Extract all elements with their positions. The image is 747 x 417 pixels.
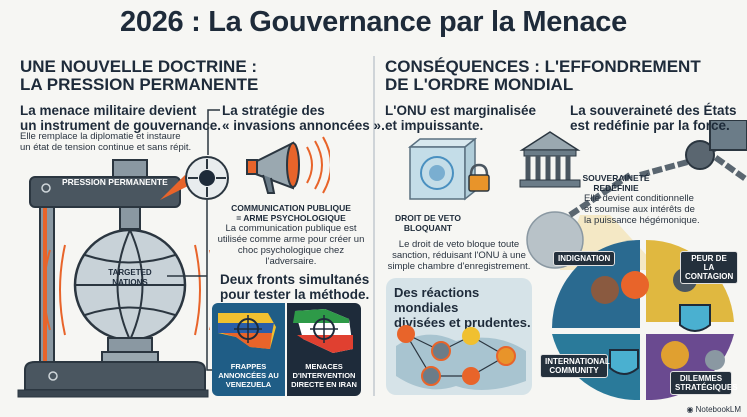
sphere-label-line: NATIONS xyxy=(112,278,148,287)
puzzle-globe-illustration xyxy=(552,240,734,400)
right-heading-line: CONSÉQUENCES : L'EFFONDREMENT xyxy=(385,57,701,76)
reactions-title-line: divisées et prudentes. xyxy=(394,315,531,330)
notebooklm-brand: ◉ NotebookLM xyxy=(686,405,741,414)
sphere-label: TARGETED NATIONS xyxy=(95,268,165,288)
menace-title: La menace militaire devient un instrumen… xyxy=(20,103,221,133)
venezuela-label-line: VENEZUELA xyxy=(225,380,272,389)
veto-body: Le droit de veto bloque toute sanction, … xyxy=(384,239,534,272)
target-compress-icon xyxy=(185,156,229,200)
onu-title-line: et impuissante. xyxy=(385,118,484,133)
right-heading: CONSÉQUENCES : L'EFFONDREMENT DE L'ORDRE… xyxy=(385,58,701,94)
iran-label-line: D'INTERVENTION xyxy=(292,371,356,380)
venezuela-map-target-icon xyxy=(218,313,276,349)
souverainete-body: Elle devient conditionnelle et soumise a… xyxy=(584,193,714,226)
reactions-panel: Des réactions mondiales divisées et prud… xyxy=(386,278,532,395)
souverainete-caption-line: SOUVERAINETÉ xyxy=(582,173,650,183)
strategie-title: La stratégie des « invasions annoncées »… xyxy=(222,103,385,133)
right-heading-line: DE L'ORDRE MONDIAL xyxy=(385,75,574,94)
brand-label: NotebookLM xyxy=(695,405,741,414)
veto-body-line: simple chambre d'enregistrement. xyxy=(387,261,531,272)
veto-caption: DROIT DE VETO BLOQUANT xyxy=(390,213,466,233)
iran-panel: MENACES D'INTERVENTION DIRECTE EN IRAN xyxy=(287,303,361,396)
menace-title-line: un instrument de gouvernance. xyxy=(20,118,222,133)
onu-title-line: L'ONU est marginalisée xyxy=(385,103,537,118)
press-illustration xyxy=(17,159,210,398)
notebooklm-logo-icon: ◉ xyxy=(686,405,696,414)
venezuela-label-line: FRAPPES xyxy=(230,362,267,371)
souverainete-title: La souveraineté des États est redéfinie … xyxy=(570,103,737,133)
menace-body: Elle remplace la diplomatie et instaure … xyxy=(20,131,191,153)
menace-body-line: un état de tension continue et sans répi… xyxy=(20,142,192,153)
veto-caption-line: DROIT DE VETO xyxy=(395,213,461,223)
communication-caption: COMMUNICATION PUBLIQUE = ARME PSYCHOLOGI… xyxy=(230,203,352,223)
iran-map-target-icon xyxy=(293,309,353,353)
strategie-title-line: « invasions annoncées ». xyxy=(222,118,385,133)
tag-dilemmes-strategiques: DILEMMES STRATÉGIQUES xyxy=(670,371,738,395)
iran-label: MENACES D'INTERVENTION DIRECTE EN IRAN xyxy=(287,362,361,389)
connector-lines xyxy=(160,109,220,371)
communication-body-line: La communication publique est xyxy=(225,223,357,234)
venezuela-panel: FRAPPES ANNONCÉES AU VENEZUELA xyxy=(212,303,285,396)
communication-body: La communication publique est utilisée c… xyxy=(216,223,366,267)
un-glass-box-icon xyxy=(407,137,490,201)
reactions-title-line: Des réactions mondiales xyxy=(394,285,480,315)
communication-caption-line: COMMUNICATION PUBLIQUE xyxy=(231,203,351,213)
communication-caption-line: = ARME PSYCHOLOGIQUE xyxy=(236,213,346,223)
sphere-label-line: TARGETED xyxy=(108,268,152,277)
venezuela-label: FRAPPES ANNONCÉES AU VENEZUELA xyxy=(212,362,285,389)
press-label: PRESSION PERMANENTE xyxy=(62,177,168,187)
strategie-title-line: La stratégie des xyxy=(222,103,325,118)
souverainete-body-line: et soumise aux intérêts de xyxy=(584,204,695,215)
left-heading-line: UNE NOUVELLE DOCTRINE : xyxy=(20,57,258,76)
reactions-title: Des réactions mondiales divisées et prud… xyxy=(386,278,532,330)
souverainete-title-line: La souveraineté des États xyxy=(570,103,737,118)
venezuela-label-line: ANNONCÉES AU xyxy=(218,371,279,380)
world-network-icon xyxy=(396,325,526,390)
megaphone-icon xyxy=(246,136,330,194)
menace-body-line: Elle remplace la diplomatie et instaure xyxy=(20,131,181,142)
souverainete-caption-line: REDÉFINIE xyxy=(593,183,639,193)
veto-body-line: Le droit de veto bloque toute xyxy=(398,239,520,250)
fronts-title-line: pour tester la méthode. xyxy=(220,287,370,302)
veto-body-line: sanction, réduisant l'ONU à une xyxy=(392,250,526,261)
souverainete-caption: SOUVERAINETÉ REDÉFINIE xyxy=(575,173,657,193)
tag-peur-contagion: PEUR DE LA CONTAGION xyxy=(680,251,738,284)
left-heading: UNE NOUVELLE DOCTRINE : LA PRESSION PERM… xyxy=(20,58,258,94)
communication-body-line: choc psychologique chez l'adversaire. xyxy=(237,245,345,267)
souverainete-body-line: la puissance hégémonique. xyxy=(584,215,700,226)
souverainete-title-line: est redéfinie par la force. xyxy=(570,118,730,133)
communication-body-line: utilisée comme arme pour créer un xyxy=(217,234,365,245)
left-heading-line: LA PRESSION PERMANENTE xyxy=(20,75,259,94)
tag-indignation: INDIGNATION xyxy=(553,251,616,266)
column-divider xyxy=(373,56,375,396)
tag-international-community: INTERNATIONAL COMMUNITY xyxy=(540,354,610,378)
fronts-title-line: Deux fronts simultanés xyxy=(220,272,370,287)
menace-title-line: La menace militaire devient xyxy=(20,103,197,118)
souverainete-body-line: Elle devient conditionnelle xyxy=(584,193,694,204)
iran-label-line: MENACES xyxy=(305,362,343,371)
iran-label-line: DIRECTE EN IRAN xyxy=(291,380,357,389)
fronts-title: Deux fronts simultanés pour tester la mé… xyxy=(220,272,369,302)
onu-title: L'ONU est marginalisée et impuissante. xyxy=(385,103,536,133)
page-title: 2026 : La Gouvernance par la Menace xyxy=(120,6,627,38)
veto-caption-line: BLOQUANT xyxy=(403,223,453,233)
